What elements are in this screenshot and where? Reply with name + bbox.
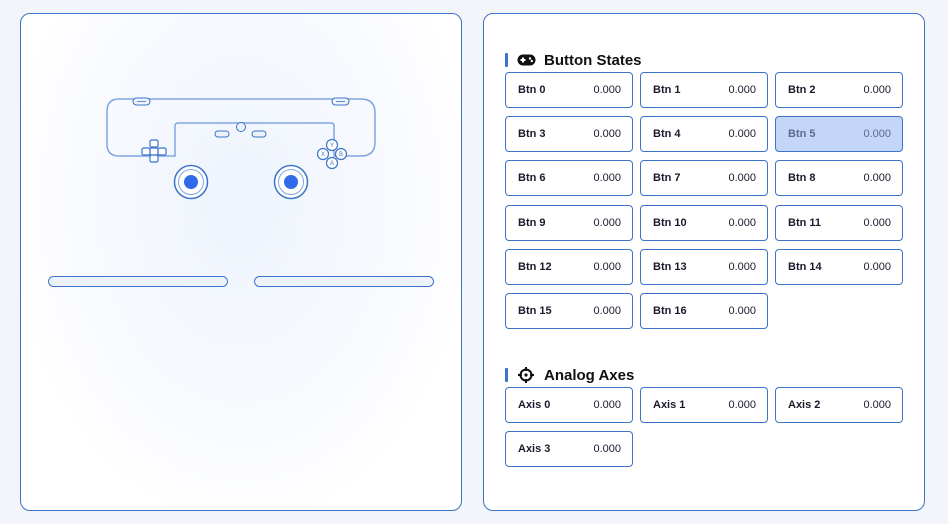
gamepad-body-outline — [106, 98, 376, 157]
button-states-title: Button States — [544, 51, 642, 69]
button-state-cell-label: Btn 11 — [788, 216, 822, 229]
axis-state-cell-value: 0.000 — [728, 399, 756, 411]
gamepad-icon — [516, 51, 536, 69]
button-state-cell-label: Btn 14 — [788, 260, 822, 273]
button-state-cell-label: Btn 9 — [518, 216, 546, 229]
axis-state-cell-1: Axis 1 0.000 — [640, 387, 768, 423]
button-state-cell-13: Btn 13 0.000 — [640, 248, 768, 285]
crosshair-icon — [516, 366, 536, 384]
button-state-cell-0: Btn 0 0.000 — [505, 72, 633, 108]
button-state-cell-label: Btn 8 — [788, 172, 816, 185]
button-state-cell-label: Btn 4 — [653, 128, 681, 141]
button-state-cell-2: Btn 2 0.000 — [775, 72, 903, 108]
button-state-cell-value: 0.000 — [593, 128, 621, 141]
button-state-cell-value: 0.000 — [863, 128, 891, 141]
axis-state-cell-3: Axis 3 0.000 — [505, 431, 633, 468]
button-state-cell-label: Btn 12 — [518, 260, 552, 273]
axis-state-cell-value: 0.000 — [593, 443, 621, 456]
button-state-cell-8: Btn 8 0.000 — [775, 160, 903, 197]
button-state-cell-value: 0.000 — [728, 172, 756, 185]
button-state-cell-value: 0.000 — [728, 84, 756, 96]
button-state-cell-3: Btn 3 0.000 — [505, 116, 633, 153]
gamepad-diagram: Y X B A — [106, 97, 376, 200]
button-state-cell-16: Btn 16 0.000 — [640, 293, 768, 329]
button-state-cell-6: Btn 6 0.000 — [505, 160, 633, 197]
button-state-cell-value: 0.000 — [728, 260, 756, 273]
svg-text:X: X — [321, 152, 325, 158]
right-stick — [273, 164, 309, 200]
select-button — [214, 130, 230, 138]
left-trigger-bar — [48, 276, 228, 287]
button-state-cell-value: 0.000 — [728, 216, 756, 229]
button-state-cell-15: Btn 15 0.000 — [505, 293, 633, 329]
axis-state-cell-label: Axis 1 — [653, 399, 686, 411]
button-state-cell-value: 0.000 — [593, 305, 621, 317]
button-state-cell-5: Btn 5 0.000 — [775, 116, 903, 153]
button-state-cell-7: Btn 7 0.000 — [640, 160, 768, 197]
button-state-cell-label: Btn 16 — [653, 305, 687, 317]
button-state-cell-label: Btn 5 — [788, 128, 816, 141]
svg-text:A: A — [330, 161, 334, 167]
button-state-cell-14: Btn 14 0.000 — [775, 248, 903, 285]
state-panel: Button States Btn 0 0.000 Btn 1 0.000 Btn 2 0… — [483, 13, 925, 511]
heading-accent-bar — [505, 368, 508, 382]
dpad — [141, 139, 167, 163]
button-state-cell-value: 0.000 — [863, 260, 891, 273]
button-state-cell-value: 0.000 — [593, 84, 621, 96]
axis-state-cell-value: 0.000 — [863, 399, 891, 411]
button-state-cell-label: Btn 1 — [653, 84, 681, 96]
left-stick — [173, 164, 209, 200]
button-state-cell-value: 0.000 — [593, 216, 621, 229]
button-state-cell-label: Btn 3 — [518, 128, 546, 141]
button-state-cell-label: Btn 6 — [518, 172, 546, 185]
analog-axes-title: Analog Axes — [544, 366, 635, 384]
svg-text:B: B — [339, 152, 343, 158]
axis-state-cell-0: Axis 0 0.000 — [505, 387, 633, 423]
button-state-cell-value: 0.000 — [593, 172, 621, 185]
button-state-cell-label: Btn 10 — [653, 216, 687, 229]
button-state-cell-value: 0.000 — [863, 84, 891, 96]
button-state-cell-label: Btn 2 — [788, 84, 816, 96]
button-state-cell-value: 0.000 — [863, 216, 891, 229]
axis-state-cell-value: 0.000 — [593, 399, 621, 411]
button-state-cell-value: 0.000 — [728, 128, 756, 141]
face-buttons: Y X B A — [316, 138, 348, 170]
home-button — [236, 122, 246, 132]
start-button — [251, 130, 267, 138]
button-state-cell-label: Btn 7 — [653, 172, 681, 185]
button-state-cell-value: 0.000 — [863, 172, 891, 185]
button-state-cell-label: Btn 13 — [653, 260, 687, 273]
analog-axes-heading: Analog Axes — [505, 366, 634, 384]
button-state-cell-value: 0.000 — [593, 260, 621, 273]
axis-state-cell-2: Axis 2 0.000 — [775, 387, 903, 423]
button-state-cell-11: Btn 11 0.000 — [775, 204, 903, 241]
button-state-cell-1: Btn 1 0.000 — [640, 72, 768, 108]
button-state-cell-4: Btn 4 0.000 — [640, 116, 768, 153]
axis-state-cell-label: Axis 2 — [788, 399, 821, 411]
controller-visualizer-panel: Y X B A — [20, 13, 462, 511]
button-state-cell-10: Btn 10 0.000 — [640, 204, 768, 241]
axis-state-cell-label: Axis 0 — [518, 399, 551, 411]
button-state-cell-label: Btn 15 — [518, 305, 552, 317]
heading-accent-bar — [505, 53, 508, 67]
svg-text:Y: Y — [330, 143, 334, 149]
button-state-cell-12: Btn 12 0.000 — [505, 248, 633, 285]
button-state-cell-9: Btn 9 0.000 — [505, 204, 633, 241]
button-states-heading: Button States — [505, 51, 642, 69]
right-trigger-bar — [254, 276, 434, 287]
axis-state-cell-label: Axis 3 — [518, 443, 551, 456]
button-state-cell-value: 0.000 — [728, 305, 756, 317]
button-state-cell-label: Btn 0 — [518, 84, 546, 96]
